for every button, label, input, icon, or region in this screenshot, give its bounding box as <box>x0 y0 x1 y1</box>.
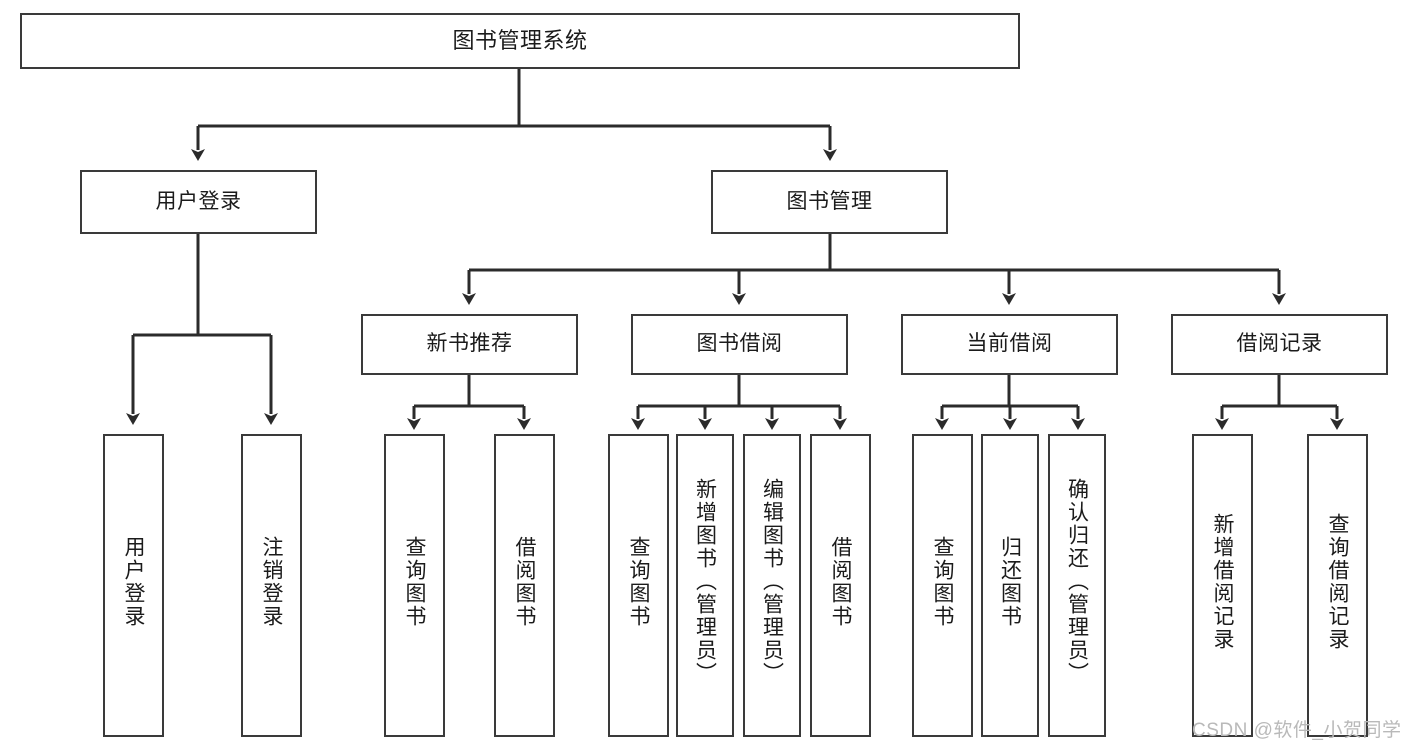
node-borrow-record[interactable]: 借阅记录 <box>1171 314 1388 375</box>
node-label: 查询借阅记录 <box>1326 513 1349 651</box>
node-label: 当前借阅 <box>966 332 1053 356</box>
node-new-book-recommend[interactable]: 新书推荐 <box>361 314 578 375</box>
leaf-borrow-record-query[interactable]: 查询借阅记录 <box>1307 434 1368 737</box>
leaf-current-borrow-query[interactable]: 查询图书 <box>912 434 973 737</box>
node-book-management[interactable]: 图书管理 <box>711 170 948 234</box>
leaf-new-book-query[interactable]: 查询图书 <box>384 434 445 737</box>
node-root-system[interactable]: 图书管理系统 <box>20 13 1020 69</box>
leaf-user-login-logout[interactable]: 注销登录 <box>241 434 302 737</box>
node-label: 查询图书 <box>627 536 650 628</box>
node-label: 借阅图书 <box>829 536 852 628</box>
node-label: 图书管理 <box>786 189 873 213</box>
leaf-current-borrow-return[interactable]: 归还图书 <box>981 434 1039 737</box>
node-label: 注销登录 <box>260 536 283 628</box>
node-label: 借阅记录 <box>1236 332 1323 356</box>
node-user-login[interactable]: 用户登录 <box>80 170 317 234</box>
node-label: 图书借阅 <box>696 332 783 356</box>
node-book-borrow[interactable]: 图书借阅 <box>631 314 848 375</box>
leaf-book-borrow-query[interactable]: 查询图书 <box>608 434 669 737</box>
leaf-book-borrow-add[interactable]: 新增图书（管理员） <box>676 434 734 737</box>
leaf-borrow-record-add[interactable]: 新增借阅记录 <box>1192 434 1253 737</box>
node-label: 新书推荐 <box>426 332 513 356</box>
node-label: 新增图书（管理员） <box>693 478 717 685</box>
leaf-book-borrow-borrow[interactable]: 借阅图书 <box>810 434 871 737</box>
node-label: 图书管理系统 <box>452 28 588 54</box>
leaf-book-borrow-edit[interactable]: 编辑图书（管理员） <box>743 434 801 737</box>
node-label: 借阅图书 <box>513 536 536 628</box>
node-label: 查询图书 <box>403 536 426 628</box>
node-label: 编辑图书（管理员） <box>760 478 784 685</box>
node-label: 归还图书 <box>998 536 1022 628</box>
node-label: 用户登录 <box>155 189 242 213</box>
csdn-watermark: CSDN @软件_小贺同学 <box>1192 720 1402 741</box>
leaf-current-borrow-confirm[interactable]: 确认归还（管理员） <box>1048 434 1106 737</box>
leaf-new-book-borrow[interactable]: 借阅图书 <box>494 434 555 737</box>
node-label: 确认归还（管理员） <box>1065 478 1089 685</box>
node-current-borrow[interactable]: 当前借阅 <box>901 314 1118 375</box>
node-label: 查询图书 <box>931 536 954 628</box>
node-label: 新增借阅记录 <box>1211 513 1234 651</box>
node-label: 用户登录 <box>122 536 145 628</box>
leaf-user-login-login[interactable]: 用户登录 <box>103 434 164 737</box>
